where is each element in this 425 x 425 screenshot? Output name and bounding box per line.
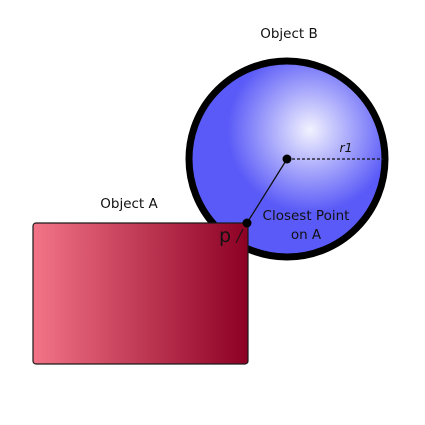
closest-point-dot [242,218,252,228]
closest-point-label-line1: Closest Point [263,208,350,224]
point-p-arrow [235,228,244,244]
object-a-rectangle [32,222,249,365]
point-p-label: p [219,225,231,247]
radius-label: r1 [339,140,352,155]
closest-point-label-line2: on A [291,227,322,243]
object-a-label: Object A [100,196,158,212]
sphere-center-dot [282,154,292,164]
center-to-closest-point-line [246,158,288,224]
object-b-label: Object B [260,26,318,42]
